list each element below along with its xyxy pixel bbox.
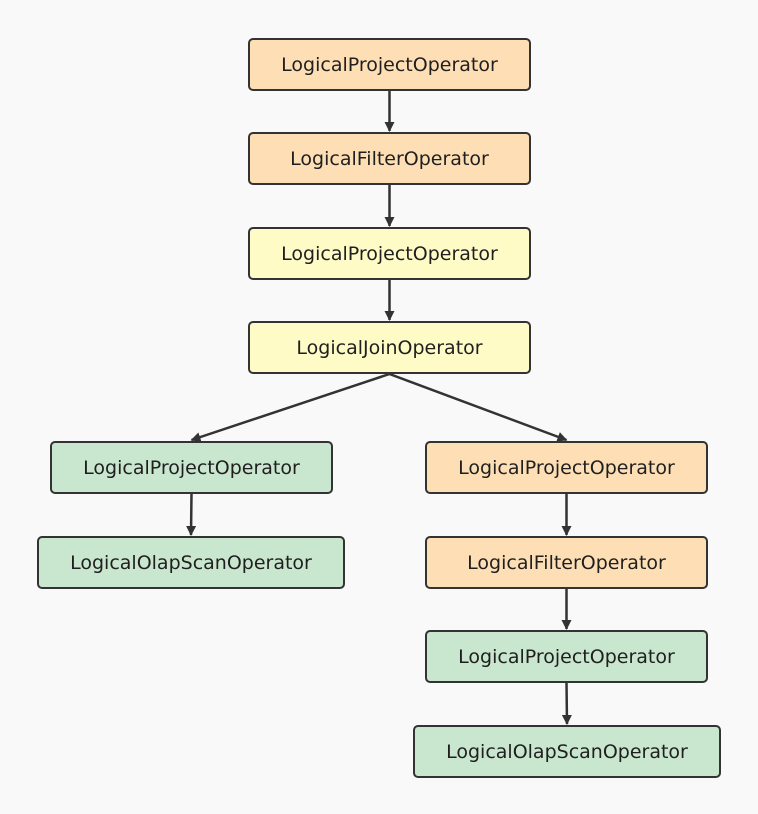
node-logical-project-operator-pre-join: LogicalProjectOperator — [248, 227, 531, 280]
node-logical-project-operator-right-lower: LogicalProjectOperator — [425, 630, 708, 683]
edge-arrow-9 — [561, 682, 572, 725]
node-logical-project-operator-left: LogicalProjectOperator — [50, 441, 333, 494]
node-logical-filter-operator-top: LogicalFilterOperator — [248, 132, 531, 185]
node-logical-olap-scan-operator-left: LogicalOlapScanOperator — [37, 536, 345, 589]
node-logical-join-operator: LogicalJoinOperator — [248, 321, 531, 374]
edge-arrow-6 — [186, 493, 197, 536]
node-logical-filter-operator-right: LogicalFilterOperator — [425, 536, 708, 589]
node-logical-project-operator-right: LogicalProjectOperator — [425, 441, 708, 494]
node-logical-olap-scan-operator-right: LogicalOlapScanOperator — [413, 725, 721, 778]
edge-arrow-5 — [389, 372, 568, 442]
node-logical-project-operator-root: LogicalProjectOperator — [248, 38, 531, 91]
edge-arrow-4 — [190, 372, 390, 442]
